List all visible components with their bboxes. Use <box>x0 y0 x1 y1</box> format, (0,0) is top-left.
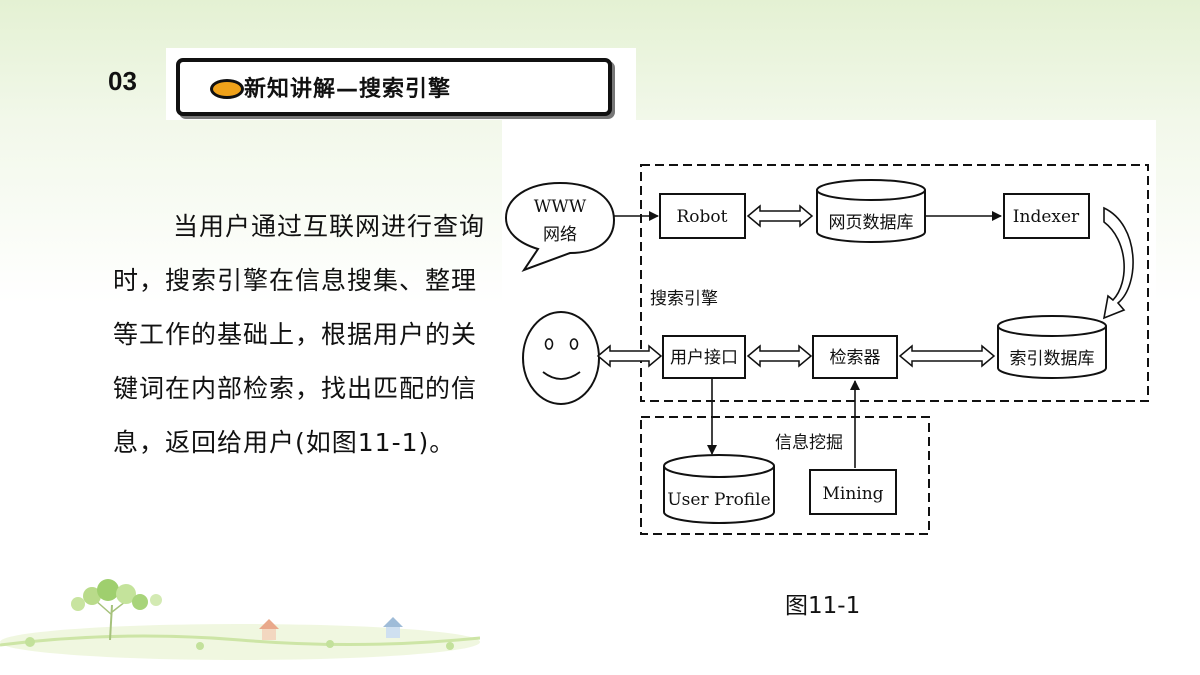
indexer-box <box>1003 193 1090 239</box>
figure-caption: 图11-1 <box>785 593 861 619</box>
retriever-label: 检索器 <box>830 348 881 368</box>
double-arrow-retriever-to-index-db <box>898 344 996 368</box>
double-arrow-robot-db <box>746 204 814 228</box>
user-profile-cylinder: User Profile <box>663 454 775 524</box>
index-database-cylinder: 索引数据库 <box>997 315 1107 379</box>
info-mining-frame <box>640 416 930 535</box>
search-engine-label: 搜索引擎 <box>650 289 718 309</box>
body-paragraph: 当用户通过互联网进行查询时，搜索引擎在信息搜集、整理等工作的基础上，根据用户的关… <box>113 212 486 457</box>
www-network-bubble: WWW 网络 <box>504 181 616 273</box>
foliage-decoration <box>0 579 480 660</box>
mining-label: Mining <box>822 484 883 504</box>
www-label: WWW <box>534 197 587 217</box>
robot-label: Robot <box>677 207 728 227</box>
robot-box <box>659 193 746 239</box>
user-interface-label: 用户接口 <box>670 348 738 368</box>
title-box: 新知讲解—搜索引擎 <box>176 58 612 116</box>
double-arrow-user-to-interface <box>596 344 663 368</box>
slide-title: 新知讲解—搜索引擎 <box>244 77 452 102</box>
retriever-box <box>812 335 898 379</box>
user-profile-label: User Profile <box>667 490 770 510</box>
info-mining-label: 信息挖掘 <box>775 433 843 453</box>
search-engine-frame <box>640 164 1149 402</box>
user-interface-box <box>662 335 746 379</box>
house-icon <box>259 619 279 640</box>
tree-icon <box>71 579 162 641</box>
section-number: 03 <box>108 66 137 96</box>
webpage-database-cylinder: 网页数据库 <box>816 179 926 243</box>
indexer-label: Indexer <box>1013 207 1080 227</box>
mining-box <box>809 469 897 515</box>
network-label: 网络 <box>543 225 577 245</box>
double-arrow-interface-to-retriever <box>746 344 813 368</box>
oval-bullet-icon <box>210 79 244 99</box>
user-face-icon <box>522 311 600 405</box>
house-icon <box>383 617 403 638</box>
webpage-db-label: 网页数据库 <box>829 213 914 233</box>
index-db-label: 索引数据库 <box>1010 349 1095 369</box>
curved-arrow-indexer-to-index-db <box>1102 206 1134 320</box>
